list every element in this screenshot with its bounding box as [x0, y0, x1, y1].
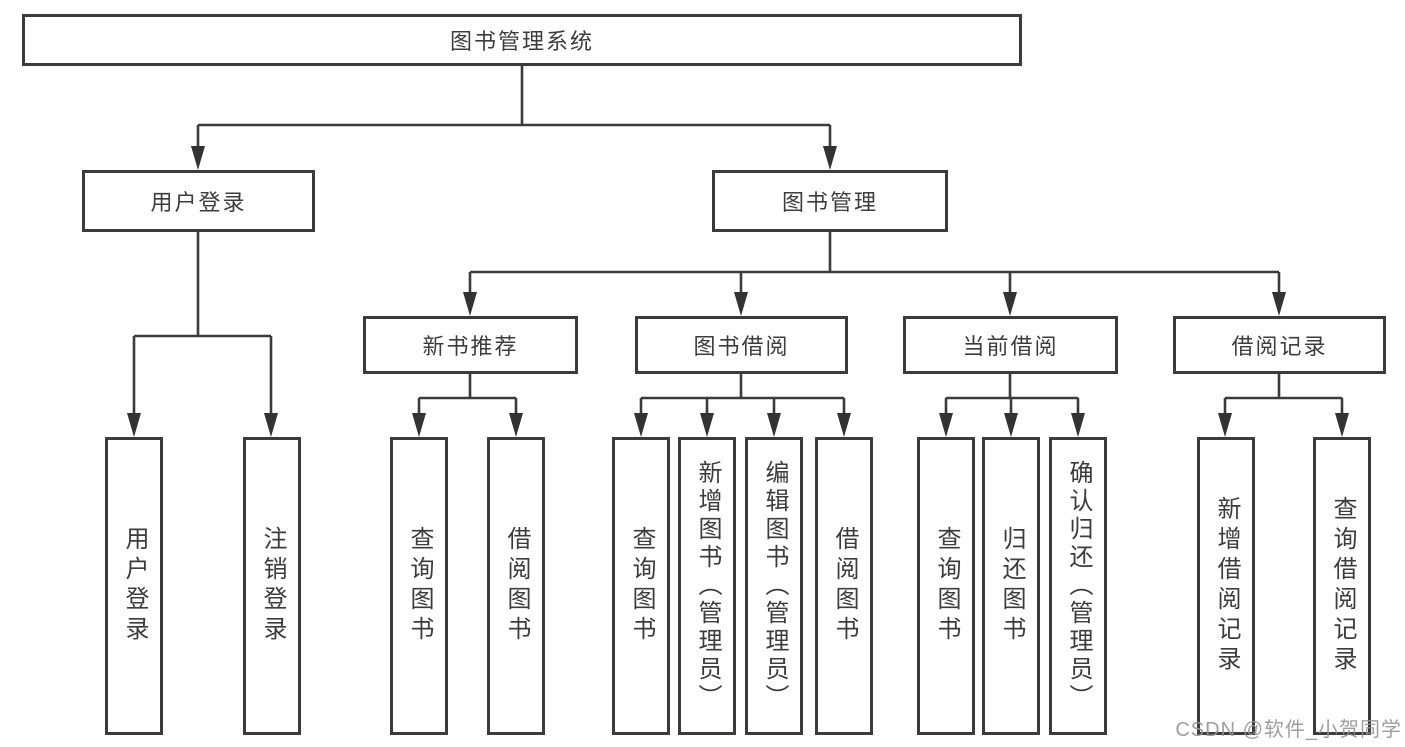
leaf-query-borrow-record-label: 查询借阅记录 [1329, 496, 1356, 676]
leaf-return-book: 归还图书 [982, 437, 1040, 735]
leaf-query-borrow-record: 查询借阅记录 [1313, 437, 1371, 735]
leaf-user-login-label: 用户登录 [121, 526, 148, 646]
node-book-borrowing: 图书借阅 [635, 316, 848, 374]
leaf-confirm-return-admin-label: 确认归还（管理员） [1065, 460, 1092, 712]
node-borrow-records: 借阅记录 [1173, 316, 1386, 374]
node-user-login: 用户登录 [82, 170, 315, 232]
leaf-add-borrow-record: 新增借阅记录 [1197, 437, 1255, 735]
node-current-borrowing: 当前借阅 [903, 316, 1118, 374]
node-book-management-label: 图书管理 [781, 190, 878, 215]
leaf-edit-book-admin-label: 编辑图书（管理员） [761, 460, 788, 712]
leaf-user-login: 用户登录 [105, 437, 163, 735]
leaf-query-books-3: 查询图书 [917, 437, 975, 735]
leaf-add-book-admin: 新增图书（管理员） [678, 437, 736, 735]
node-book-management: 图书管理 [712, 170, 948, 232]
leaf-confirm-return-admin: 确认归还（管理员） [1049, 437, 1107, 735]
node-new-book-recommend: 新书推荐 [363, 316, 578, 374]
leaf-query-books-1-label: 查询图书 [406, 526, 433, 646]
node-book-borrowing-label: 图书借阅 [693, 334, 790, 359]
leaf-query-books-3-label: 查询图书 [933, 526, 960, 646]
node-library-system: 图书管理系统 [22, 14, 1022, 66]
leaf-query-books-2: 查询图书 [612, 437, 670, 735]
leaf-borrow-books-1: 借阅图书 [487, 437, 545, 735]
leaf-borrow-books-1-label: 借阅图书 [503, 526, 530, 646]
node-borrow-records-label: 借阅记录 [1231, 334, 1328, 359]
node-library-system-label: 图书管理系统 [449, 29, 594, 54]
leaf-query-books-1: 查询图书 [390, 437, 448, 735]
node-user-login-label: 用户登录 [150, 190, 247, 215]
leaf-logout-label: 注销登录 [259, 526, 286, 646]
leaf-add-book-admin-label: 新增图书（管理员） [694, 460, 721, 712]
leaf-add-borrow-record-label: 新增借阅记录 [1213, 496, 1240, 676]
leaf-edit-book-admin: 编辑图书（管理员） [745, 437, 803, 735]
csdn-watermark: CSDN @软件_小贺同学 [1175, 719, 1402, 741]
leaf-logout: 注销登录 [243, 437, 301, 735]
leaf-borrow-books-2-label: 借阅图书 [831, 526, 858, 646]
leaf-borrow-books-2: 借阅图书 [815, 437, 873, 735]
node-current-borrowing-label: 当前借阅 [962, 334, 1059, 359]
leaf-return-book-label: 归还图书 [998, 526, 1025, 646]
leaf-query-books-2-label: 查询图书 [628, 526, 655, 646]
node-new-book-recommend-label: 新书推荐 [422, 334, 519, 359]
